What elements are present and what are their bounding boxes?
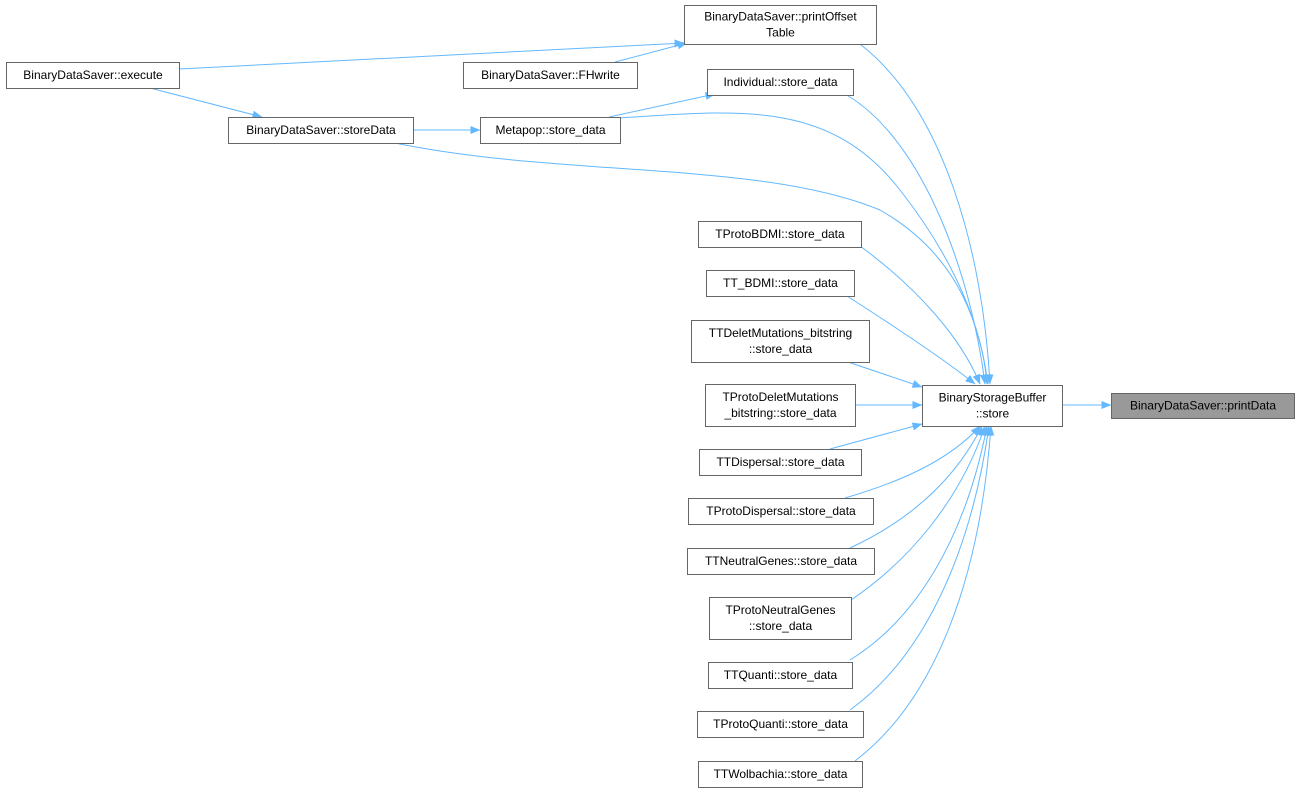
- edge-ttDispersal-to-store: [829, 422, 923, 450]
- node-label: TProtoNeutralGenes: [725, 603, 835, 617]
- node-label: BinaryDataSaver::execute: [23, 68, 163, 82]
- node-label: ::store_data: [749, 619, 813, 633]
- edge-ttBDMI-to-store: [846, 295, 976, 385]
- edge-line: [829, 422, 923, 450]
- node-label: ::store_data: [749, 342, 813, 356]
- node-metapop[interactable]: Metapop::store_data: [480, 117, 621, 144]
- edge-tprotoDispersal-to-store: [844, 425, 981, 499]
- node-label: TTDeletMutations_bitstring: [709, 326, 852, 340]
- node-label: TProtoQuanti::store_data: [713, 717, 848, 731]
- node-label: ::store: [976, 407, 1010, 421]
- node-label: TProtoBDMI::store_data: [715, 227, 845, 241]
- node-tprotoDelet[interactable]: TProtoDeletMutations_bitstring::store_da…: [705, 384, 856, 427]
- node-box: [687, 548, 875, 575]
- edge-line: [844, 93, 988, 385]
- node-box: [697, 711, 864, 738]
- edge-tprotoQuanti-to-store: [849, 425, 992, 711]
- node-box: [922, 385, 1063, 427]
- edge-tprotoNeutral-to-store: [850, 425, 986, 601]
- node-box: [688, 498, 874, 525]
- node-FHwrite[interactable]: BinaryDataSaver::FHwrite: [463, 62, 638, 89]
- node-ttNeutral[interactable]: TTNeutralGenes::store_data: [687, 548, 875, 575]
- node-label: BinaryDataSaver::storeData: [246, 123, 396, 137]
- node-tprotoDispersal[interactable]: TProtoDispersal::store_data: [688, 498, 874, 525]
- node-label: Individual::store_data: [723, 75, 837, 89]
- node-box: [1111, 393, 1295, 419]
- node-ttDelet[interactable]: TTDeletMutations_bitstring::store_data: [691, 320, 870, 363]
- node-label: Metapop::store_data: [495, 123, 605, 137]
- edge-execute-to-printOffsetTable: [178, 39, 685, 70]
- edge-line: [178, 39, 685, 70]
- node-store[interactable]: BinaryStorageBuffer::store: [922, 385, 1063, 427]
- node-label: BinaryDataSaver::printData: [1130, 399, 1276, 413]
- node-box: [698, 221, 862, 248]
- node-box: [699, 449, 862, 476]
- edge-ttNeutral-to-store: [849, 425, 983, 549]
- node-tprotoBDMI[interactable]: TProtoBDMI::store_data: [698, 221, 862, 248]
- node-execute[interactable]: BinaryDataSaver::execute: [6, 62, 180, 89]
- edge-printOffsetTable-to-store: [859, 43, 994, 385]
- edge-FHwrite-to-printOffsetTable: [614, 41, 688, 63]
- node-label: TTQuanti::store_data: [724, 668, 838, 682]
- edge-line: [850, 425, 986, 601]
- node-box: [705, 384, 856, 427]
- node-label: TProtoDispersal::store_data: [706, 504, 856, 518]
- node-box: [228, 117, 414, 144]
- edge-line: [608, 92, 716, 118]
- edge-line: [849, 425, 990, 661]
- node-label: BinaryStorageBuffer: [939, 391, 1047, 405]
- edge-line: [149, 87, 263, 119]
- node-label: Table: [766, 26, 795, 40]
- node-label: TT_BDMI::store_data: [723, 276, 838, 290]
- edge-metapop-to-individual: [608, 92, 716, 118]
- edge-line: [859, 245, 981, 385]
- edge-ttWolbachia-to-store: [854, 425, 995, 762]
- node-ttWolbachia[interactable]: TTWolbachia::store_data: [698, 761, 863, 788]
- edge-line: [854, 425, 995, 762]
- node-box: [708, 662, 853, 689]
- node-label: _bitstring::store_data: [723, 406, 836, 420]
- node-box: [709, 597, 852, 640]
- edge-individual-to-store: [844, 93, 988, 385]
- node-tprotoNeutral[interactable]: TProtoNeutralGenes::store_data: [709, 597, 852, 640]
- node-box: [480, 117, 621, 144]
- edge-line: [844, 425, 981, 499]
- edge-line: [849, 425, 983, 549]
- node-layer: BinaryDataSaver::printData BinaryStorageB…: [6, 5, 1295, 788]
- node-box: [463, 62, 638, 89]
- node-box: [706, 270, 855, 297]
- edge-line: [846, 295, 976, 385]
- node-ttDispersal[interactable]: TTDispersal::store_data: [699, 449, 862, 476]
- node-box: [691, 320, 870, 363]
- node-label: TTNeutralGenes::store_data: [705, 554, 857, 568]
- node-box: [698, 761, 863, 788]
- node-printData: BinaryDataSaver::printData: [1111, 393, 1295, 419]
- edge-storeData-to-store: [389, 141, 991, 385]
- node-ttQuanti[interactable]: TTQuanti::store_data: [708, 662, 853, 689]
- node-storeData[interactable]: BinaryDataSaver::storeData: [228, 117, 414, 144]
- node-label: BinaryDataSaver::FHwrite: [481, 68, 620, 82]
- node-ttBDMI[interactable]: TT_BDMI::store_data: [706, 270, 855, 297]
- node-label: TProtoDeletMutations: [722, 390, 838, 404]
- edge-ttQuanti-to-store: [849, 425, 990, 661]
- edge-execute-to-storeData: [149, 87, 263, 119]
- edge-line: [859, 43, 994, 385]
- edge-line: [389, 141, 991, 385]
- node-box: [684, 5, 877, 45]
- node-box: [6, 62, 180, 89]
- node-box: [707, 69, 854, 96]
- node-label: TTWolbachia::store_data: [714, 767, 848, 781]
- edge-line: [614, 41, 688, 63]
- node-tprotoQuanti[interactable]: TProtoQuanti::store_data: [697, 711, 864, 738]
- edge-tprotoBDMI-to-store: [859, 245, 981, 385]
- edge-ttDelet-to-store: [847, 361, 923, 388]
- node-label: TTDispersal::store_data: [716, 455, 844, 469]
- node-individual[interactable]: Individual::store_data: [707, 69, 854, 96]
- node-label: BinaryDataSaver::printOffset: [704, 10, 857, 24]
- edge-line: [847, 361, 923, 388]
- edge-line: [849, 425, 992, 711]
- edge-layer: [149, 39, 1112, 762]
